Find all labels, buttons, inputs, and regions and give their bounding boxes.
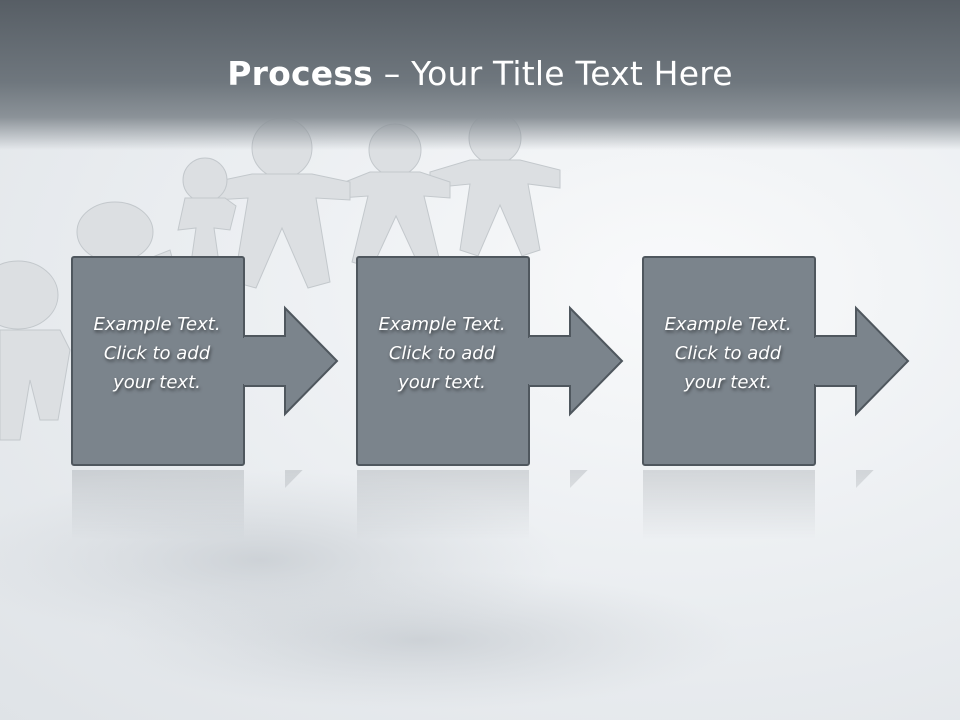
step-text-line: your text. bbox=[113, 372, 201, 393]
title-rest: – Your Title Text Here bbox=[373, 54, 733, 93]
slide-title[interactable]: Process – Your Title Text Here bbox=[0, 52, 960, 96]
step-text-line: Click to add bbox=[674, 343, 782, 364]
step-text-line: Click to add bbox=[103, 343, 211, 364]
step-arrow-shape bbox=[642, 256, 910, 466]
step-1-text: Example Text. Click to add your text. bbox=[71, 310, 243, 397]
step-3-reflection bbox=[642, 470, 902, 540]
step-text-line: your text. bbox=[684, 372, 772, 393]
step-2-text: Example Text. Click to add your text. bbox=[356, 310, 528, 397]
title-band bbox=[0, 0, 960, 150]
step-text-line: Example Text. bbox=[378, 314, 506, 335]
step-2-reflection bbox=[356, 470, 616, 540]
step-text-line: Example Text. bbox=[93, 314, 221, 335]
title-bold-word: Process bbox=[227, 54, 374, 93]
process-step-2[interactable]: Example Text. Click to add your text. bbox=[356, 256, 624, 468]
step-arrow-shape bbox=[356, 256, 624, 466]
step-text-line: Click to add bbox=[388, 343, 496, 364]
process-step-3[interactable]: Example Text. Click to add your text. bbox=[642, 256, 910, 468]
step-3-text: Example Text. Click to add your text. bbox=[642, 310, 814, 397]
process-step-1[interactable]: Example Text. Click to add your text. bbox=[71, 256, 339, 468]
step-arrow-shape bbox=[71, 256, 339, 466]
step-text-line: Example Text. bbox=[664, 314, 792, 335]
step-1-reflection bbox=[71, 470, 331, 540]
step-text-line: your text. bbox=[398, 372, 486, 393]
